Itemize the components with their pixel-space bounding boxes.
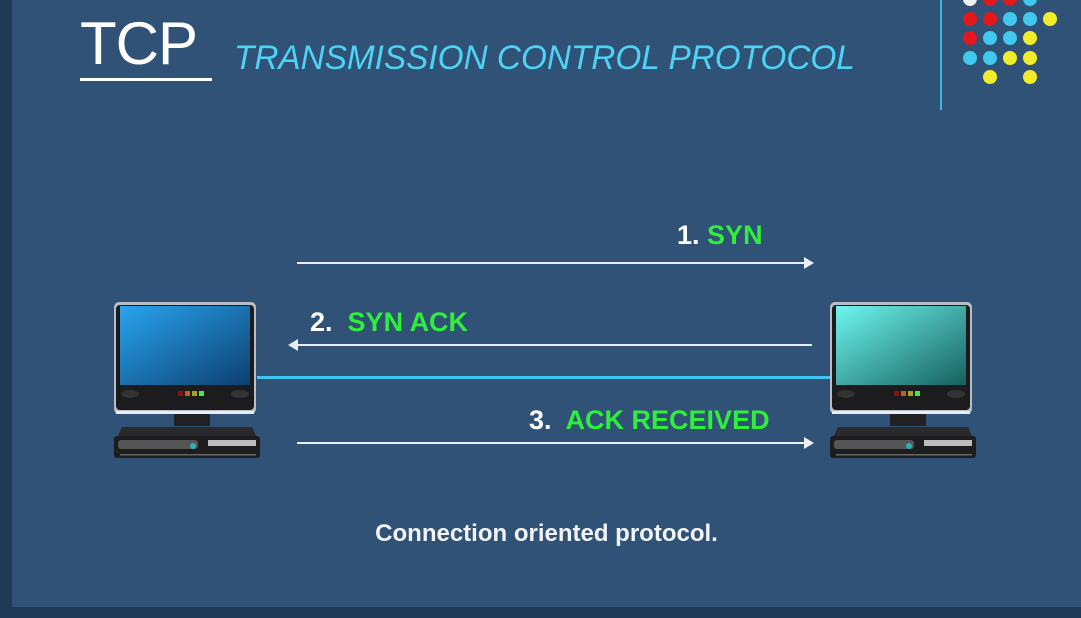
decor-dot	[1023, 0, 1037, 6]
step-number: 1.	[677, 220, 700, 250]
caption: Connection oriented protocol.	[375, 520, 718, 547]
decor-dot	[963, 11, 977, 26]
server-computer-icon	[830, 302, 976, 458]
title-underline	[80, 78, 212, 81]
decor-dot	[983, 70, 997, 84]
title-abbr: TCP	[80, 10, 198, 77]
decor-dot	[1003, 31, 1017, 45]
decor-dot	[983, 31, 997, 45]
step-3-label: 3. ACK RECEIVED	[529, 405, 770, 435]
decor-dot	[983, 50, 997, 65]
decor-dot	[1023, 11, 1037, 26]
divider-line	[940, 0, 942, 110]
client-computer-icon	[114, 302, 260, 458]
decor-dot	[1043, 11, 1057, 26]
decor-dot	[963, 50, 977, 65]
step-number: 3.	[529, 405, 552, 435]
decor-dot	[983, 0, 997, 6]
decor-dot	[963, 31, 977, 45]
arrow-right-ack	[297, 437, 814, 449]
decor-dot	[1003, 11, 1017, 26]
step-text: SYN ACK	[347, 307, 469, 337]
title-full: TRANSMISSION CONTROL PROTOCOL	[234, 39, 855, 77]
slide: TCP TRANSMISSION CONTROL PROTOCOL 1. SYN…	[12, 0, 1081, 607]
network-link	[257, 376, 832, 379]
step-2-label: 2. SYN ACK	[310, 307, 468, 337]
decor-dot	[1023, 50, 1037, 65]
step-text: ACK RECEIVED	[565, 405, 770, 435]
arrow-left-synack	[288, 339, 812, 351]
step-text: SYN	[707, 220, 763, 250]
decor-dot	[1003, 0, 1017, 6]
decor-dot	[983, 11, 997, 26]
step-1-label: 1. SYN	[677, 220, 763, 250]
arrow-right-syn	[297, 257, 814, 269]
decor-dot	[963, 0, 977, 6]
decor-dot	[1023, 70, 1037, 84]
step-number: 2.	[310, 307, 333, 337]
decor-dot	[1003, 50, 1017, 65]
decor-dot	[1023, 31, 1037, 45]
